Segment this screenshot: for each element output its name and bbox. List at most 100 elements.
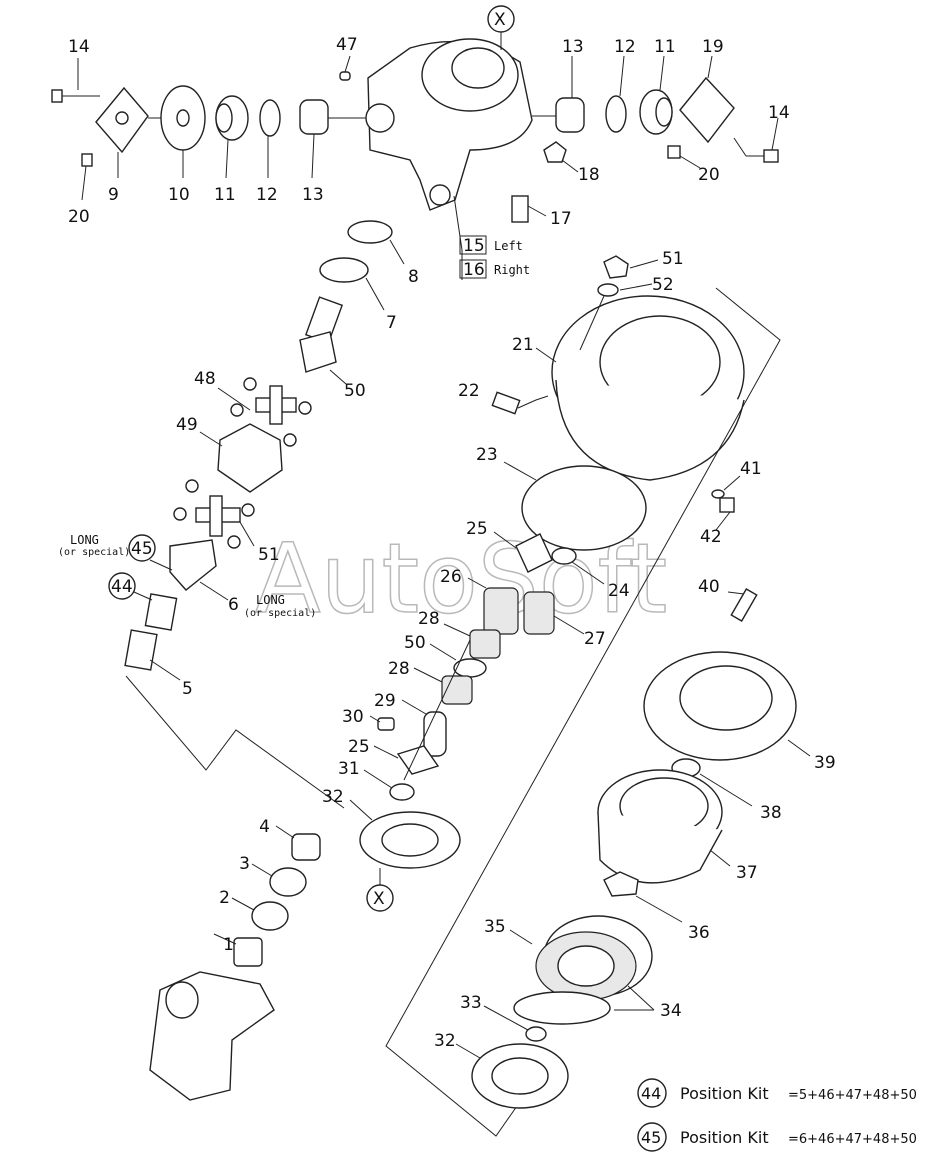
thrust-washer-25-lower xyxy=(396,745,440,775)
legend-45-label: Position Kit xyxy=(680,1128,769,1147)
callout-27: 27 xyxy=(584,629,606,649)
callout-11-right: 11 xyxy=(654,37,676,57)
callout-38: 38 xyxy=(760,803,782,823)
callout-51: 51 xyxy=(662,249,684,269)
callout-33: 33 xyxy=(460,993,482,1013)
stud-22 xyxy=(491,391,521,415)
note-long-1: LONG xyxy=(70,533,99,547)
callout-1: 1 xyxy=(223,935,234,955)
callout-32-lower: 32 xyxy=(434,1031,456,1051)
cone-13-right xyxy=(555,97,585,133)
callout-12-right: 12 xyxy=(614,37,636,57)
seal-7 xyxy=(319,257,369,283)
callout-43: 47 xyxy=(336,35,358,55)
callout-48: 50 xyxy=(344,381,366,401)
spline-shaft-5 xyxy=(124,629,158,671)
carrier-assembly xyxy=(385,287,811,1137)
yoke-48 xyxy=(299,331,337,373)
callout-25-lower: 25 xyxy=(348,737,370,757)
cone-13-left xyxy=(299,99,329,135)
kit-44-marker xyxy=(108,572,136,600)
callout-52: 52 xyxy=(652,275,674,295)
pin-30 xyxy=(377,717,395,731)
thrust-washer-25 xyxy=(515,533,553,573)
sun-gear-27 xyxy=(523,591,555,635)
callout-30: 30 xyxy=(342,707,364,727)
legend-45-circle xyxy=(637,1122,667,1152)
bolt-14-right xyxy=(763,149,779,163)
legend: 44 Position Kit =5+46+47+48+50 45 Positi… xyxy=(637,1078,917,1152)
callout-10: 10 xyxy=(168,185,190,205)
label-left-text: Left xyxy=(494,239,523,253)
o-ring-23 xyxy=(521,465,647,551)
callout-34: 34 xyxy=(660,1001,682,1021)
nut-18 xyxy=(543,141,567,163)
callout-21: 21 xyxy=(512,335,534,355)
callout-26: 26 xyxy=(440,567,462,587)
grease-nipple-20-right xyxy=(667,145,681,159)
legend-45-formula: =6+46+47+48+50 xyxy=(788,1132,917,1147)
nut-51 xyxy=(603,255,629,279)
callout-28-upper: 28 xyxy=(418,609,440,629)
callout-41: 41 xyxy=(740,459,762,479)
callout-19: 19 xyxy=(702,37,724,57)
washer-52 xyxy=(597,283,619,297)
label-16-number: 16 xyxy=(463,260,485,280)
legend-44-formula: =5+46+47+48+50 xyxy=(788,1088,917,1103)
flange-plate-19 xyxy=(679,76,735,144)
callout-22: 22 xyxy=(458,381,480,401)
yoke-6 xyxy=(169,539,217,591)
marker-x-top-label: X xyxy=(494,10,506,30)
callout-numbers: 1 2 3 4 5 6 7 8 9 10 11 12 13 14 20 47 1… xyxy=(68,35,836,1051)
thrust-washer-49 xyxy=(453,658,487,678)
bolt-40 xyxy=(730,588,758,622)
legend-45-num: 45 xyxy=(641,1128,661,1147)
seal-8 xyxy=(347,220,393,244)
callout-20-right: 20 xyxy=(698,165,720,185)
callout-9: 9 xyxy=(108,185,119,205)
planetary-assembly: X xyxy=(349,255,745,912)
plug-42 xyxy=(719,497,735,513)
callout-49: 50 xyxy=(404,633,426,653)
callout-42: 42 xyxy=(700,527,722,547)
callout-46: 48 xyxy=(194,369,216,389)
callout-35: 35 xyxy=(484,917,506,937)
bush-4 xyxy=(291,833,321,861)
planet-pin-29 xyxy=(423,711,447,757)
planet-gear-28-top xyxy=(469,629,501,659)
callout-23: 23 xyxy=(476,445,498,465)
driveshaft-assembly xyxy=(124,220,405,1101)
shaft-kit-markers: 45 44 LONG (or special) LONG (or special… xyxy=(58,533,316,619)
marker-x-bottom-label: X xyxy=(373,889,385,909)
legend-44-label: Position Kit xyxy=(680,1084,769,1103)
callout-20-left: 20 xyxy=(68,207,90,227)
cup-12-left xyxy=(259,99,281,137)
label-right-text: Right xyxy=(494,263,530,277)
label-15-number: 15 xyxy=(463,236,485,256)
note-long-2: LONG xyxy=(256,593,285,607)
bolt-14-left xyxy=(51,89,63,103)
callout-14-left: 14 xyxy=(68,37,90,57)
callout-32-upper: 32 xyxy=(322,787,344,807)
sleeve-44 xyxy=(144,593,178,631)
center-yoke-47 xyxy=(217,423,283,493)
washer-33 xyxy=(525,1026,547,1042)
ring-34-lower xyxy=(513,991,611,1025)
note-or-special-2: (or special) xyxy=(244,608,316,619)
knuckle-assembly: X xyxy=(51,5,779,280)
callout-6: 6 xyxy=(228,595,239,615)
kit-45-marker xyxy=(128,534,156,562)
callout-13-right: 13 xyxy=(562,37,584,57)
callout-50: 51 xyxy=(258,545,280,565)
bolt-17 xyxy=(511,195,529,223)
callout-17: 17 xyxy=(550,209,572,229)
kit-44-marker-label: 44 xyxy=(111,577,133,597)
legend-44-circle xyxy=(637,1078,667,1108)
callout-39: 39 xyxy=(814,753,836,773)
callout-12-left: 12 xyxy=(256,185,278,205)
callout-5: 5 xyxy=(182,679,193,699)
callout-14-right: 14 xyxy=(768,103,790,123)
callout-25-upper: 25 xyxy=(466,519,488,539)
callout-47: 49 xyxy=(176,415,198,435)
